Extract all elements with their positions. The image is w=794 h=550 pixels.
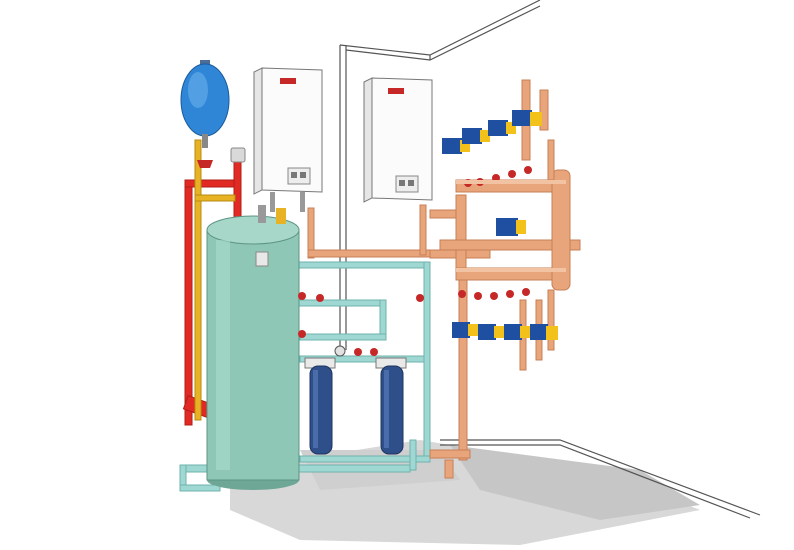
- gas-piping: [194, 139, 236, 421]
- boiler-left: [253, 67, 323, 212]
- boiler-right: [363, 77, 433, 203]
- pump-upper-3: [488, 120, 516, 136]
- air-vent: [230, 147, 246, 163]
- circulator-pumps: [442, 110, 558, 340]
- manifold-return: [456, 268, 566, 272]
- pump-upper-2: [462, 128, 490, 144]
- sediment-filter-right: [375, 357, 407, 455]
- pump-upper-4: [512, 110, 542, 126]
- pump-middle: [496, 218, 526, 236]
- sediment-filter-left: [304, 357, 336, 455]
- storage-tank: [206, 205, 300, 490]
- pump-lower-3: [504, 324, 530, 340]
- pump-lower-4: [530, 324, 558, 340]
- pump-lower-2: [478, 324, 504, 340]
- pump-upper-1: [442, 138, 470, 154]
- expansion-tank: [180, 60, 230, 168]
- wall-outline: [339, 0, 761, 519]
- pump-lower-1: [452, 322, 478, 338]
- manifold-supply: [456, 180, 566, 184]
